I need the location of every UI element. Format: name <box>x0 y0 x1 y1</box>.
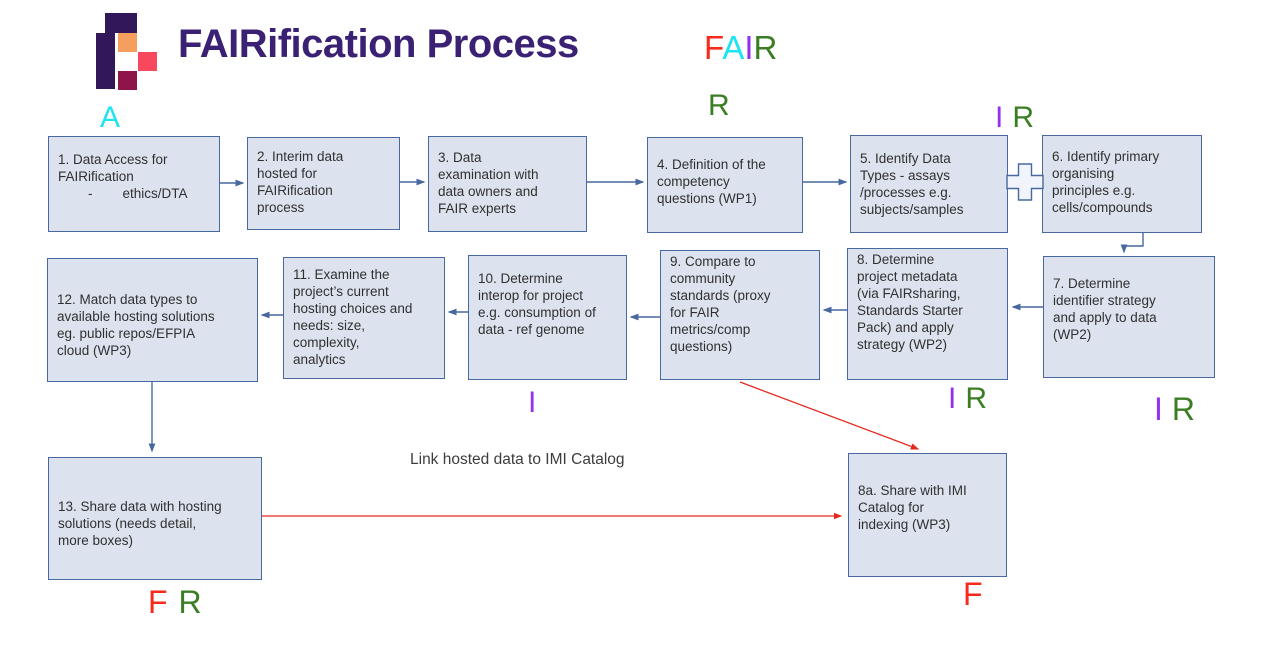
box-6-organising-principles: 6. Identify primary organising principle… <box>1042 135 1202 233</box>
box-5-identify-data-types: 5. Identify Data Types - assays /process… <box>850 135 1008 233</box>
logo-square-left-column <box>96 33 115 89</box>
box-8a-share-imi-catalog: 8a. Share with IMI Catalog for indexing … <box>848 453 1007 577</box>
link-hosted-data-label: Link hosted data to IMI Catalog <box>410 451 625 468</box>
annotation-i-below-box10: I <box>528 386 537 419</box>
page-title: FAIRification Process <box>178 22 579 66</box>
arrow-box6-to-box7 <box>1120 233 1144 254</box>
fair-letter-a: A <box>722 29 745 66</box>
box-8-project-metadata: 8. Determine project metadata (via FAIRs… <box>847 248 1008 380</box>
box-13-share-data-hosting: 13. Share data with hosting solutions (n… <box>48 457 262 580</box>
box-1-data-access: 1. Data Access for FAIRification - ethic… <box>48 136 220 232</box>
logo-square-red <box>138 52 157 71</box>
fair-header-letters: FAIR <box>704 31 777 64</box>
box-7-identifier-strategy: 7. Determine identifier strategy and app… <box>1043 256 1215 378</box>
annotation-f-below-box8a: F <box>963 576 983 612</box>
annotation-r-above-box4: R <box>708 89 730 122</box>
fair-letter-f: F <box>704 29 723 66</box>
box-10-determine-interop: 10. Determine interop for project e.g. c… <box>468 255 627 380</box>
box-4-competency-questions: 4. Definition of the competency question… <box>647 137 803 233</box>
box-11-hosting-choices: 11. Examine the project’s current hostin… <box>283 257 445 379</box>
logo-square-orange <box>118 33 137 52</box>
annotation-a-below-logo: A <box>100 101 121 134</box>
logo-square-top <box>105 13 137 33</box>
fair-letter-r: R <box>753 29 778 66</box>
box-2-interim-data: 2. Interim data hosted for FAIRification… <box>247 137 400 230</box>
fair-letter-i: I <box>744 29 754 66</box>
red-arrow-box9-to-box8a <box>739 381 920 450</box>
plus-connector-box5-box6 <box>1006 163 1044 201</box>
box-3-data-examination: 3. Data examination with data owners and… <box>428 136 587 232</box>
logo-square-maroon <box>118 71 137 90</box>
box-12-match-data-types: 12. Match data types to available hostin… <box>47 258 258 382</box>
box-9-community-standards: 9. Compare to community standards (proxy… <box>660 250 820 380</box>
